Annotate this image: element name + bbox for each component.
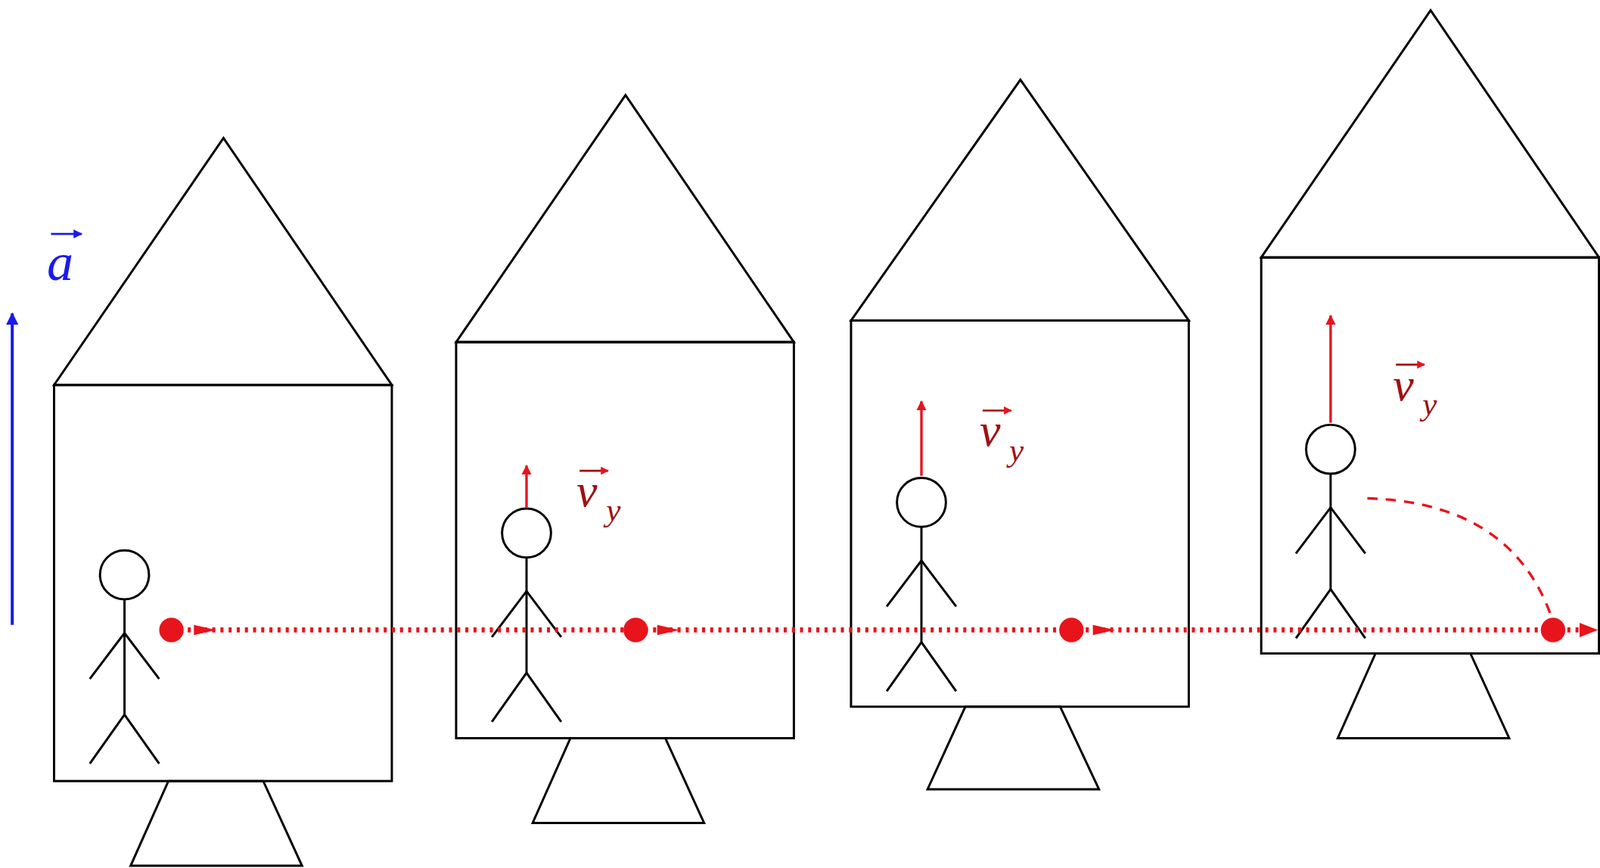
subscript-label: y: [1422, 387, 1437, 420]
ball-arrowhead: [657, 624, 681, 635]
apparent-trajectory: [1366, 497, 1551, 616]
rocket: [851, 79, 1189, 790]
ball: [623, 617, 648, 642]
ball: [158, 617, 184, 642]
velocity-arrow: [919, 400, 923, 476]
subscript-label: y: [1009, 433, 1024, 467]
velocity-label: v: [576, 466, 598, 514]
ball: [1540, 617, 1566, 642]
acceleration-arrow: [10, 313, 14, 625]
path-arrowhead: [1579, 622, 1598, 637]
person-figure: [491, 508, 562, 722]
rocket: [456, 95, 794, 824]
ball-path: [171, 627, 1591, 633]
ball-arrowhead: [193, 624, 217, 635]
person-figure: [886, 478, 957, 692]
rocket: [53, 137, 392, 866]
velocity-arrow: [525, 465, 528, 507]
velocity-label: v: [1392, 360, 1414, 408]
person-figure: [90, 549, 160, 764]
ball-arrowhead: [1093, 624, 1116, 635]
person-figure: [1295, 424, 1366, 638]
ball: [1059, 617, 1084, 642]
acceleration-label: a: [46, 235, 74, 289]
velocity-label: v: [979, 406, 1001, 454]
subscript-label: y: [605, 493, 621, 526]
velocity-arrow: [1329, 315, 1332, 423]
